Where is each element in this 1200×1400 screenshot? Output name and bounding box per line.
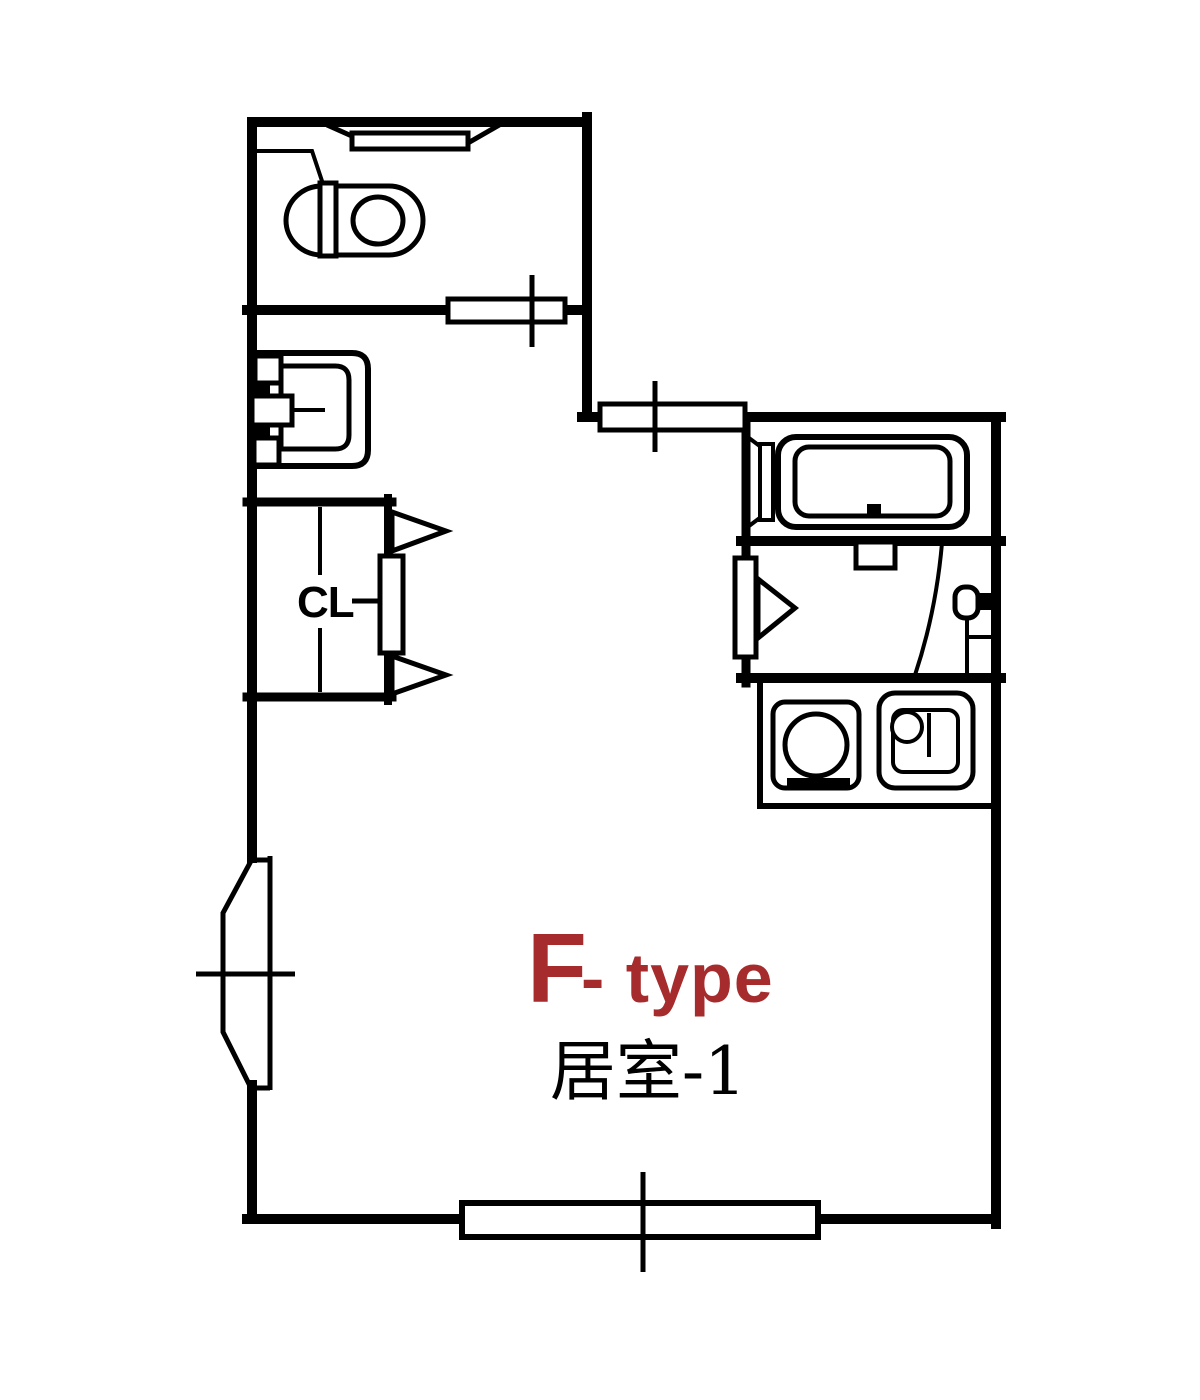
window-symbols	[196, 121, 821, 1272]
toilet-top-window	[325, 121, 503, 152]
window-pane	[349, 130, 471, 152]
closet-door-leaf	[377, 553, 406, 656]
unit-type-rest: - type	[581, 939, 774, 1017]
bath-window-pane	[758, 442, 775, 522]
outer-walls	[242, 112, 1006, 1229]
closet-door-triangle-top	[389, 508, 454, 555]
shower-door-arc	[913, 542, 944, 676]
room-label: 居室-1	[550, 1033, 746, 1110]
toilet-tank-back	[283, 183, 325, 258]
door-pane	[445, 296, 568, 325]
bottom-window	[459, 1172, 821, 1272]
bathtub-drain	[867, 504, 881, 516]
washbasin-block-top	[250, 383, 270, 395]
kitchen-faucet	[890, 710, 924, 744]
hall-door-symbol	[597, 381, 748, 452]
washbasin-faucet	[249, 393, 295, 428]
toilet-door-symbol	[445, 275, 568, 347]
toilet-partition	[252, 149, 325, 185]
washbasin-corner-top	[252, 353, 284, 386]
washer-pan-drain	[787, 778, 850, 787]
shower-faucet-pill	[952, 584, 981, 621]
toilet-fixture	[252, 149, 426, 259]
shower-door-triangle	[755, 573, 800, 644]
toilet-seat	[350, 194, 406, 247]
door-pane	[597, 401, 748, 433]
washbasin	[249, 350, 371, 469]
wall-top-left	[247, 117, 592, 863]
closet	[318, 507, 454, 698]
window-pane	[459, 1200, 821, 1240]
unit-type-letter: F	[527, 913, 587, 1023]
closet-label: CL	[297, 578, 354, 627]
washbasin-corner-bottom	[251, 435, 282, 468]
shower-faucet-block	[978, 593, 994, 610]
closet-door-triangle-bottom	[389, 652, 454, 698]
window-splay-right	[466, 121, 503, 146]
kitchen	[770, 690, 976, 791]
bathroom	[732, 434, 994, 676]
washbasin-bowl	[278, 363, 352, 452]
bay-window	[196, 856, 295, 1091]
kitchen-counter-outline	[757, 683, 996, 809]
shower-door-leaf	[732, 555, 759, 660]
washer-drum	[782, 711, 850, 779]
shower-hinge-box	[853, 539, 898, 571]
